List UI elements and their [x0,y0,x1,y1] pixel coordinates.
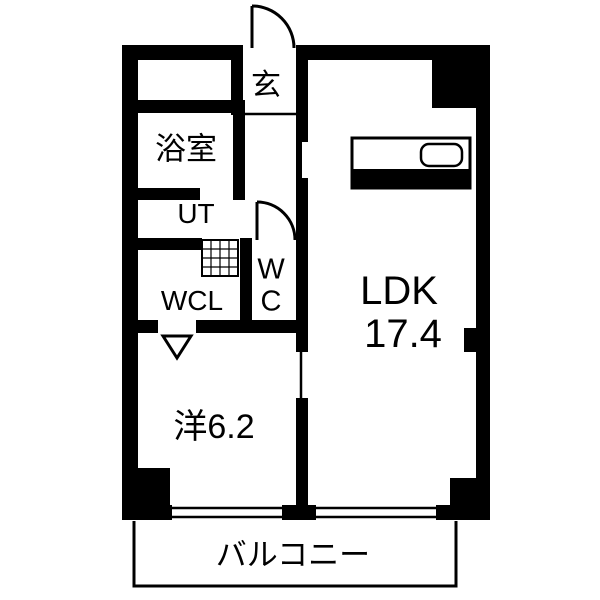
wall-right [476,108,490,520]
entrance-door-swing-icon [251,4,296,49]
kitchen-counter [350,136,472,190]
entrance-label: 玄 [251,69,281,102]
wall-bottom-right-seg [436,505,490,520]
wall-top-left [122,45,243,60]
wc-label-w: W [257,253,285,286]
balcony-outline [132,521,458,588]
wcl-label: WCL [160,285,224,316]
wc-label-c: C [260,285,282,318]
wall-top-right [296,45,436,60]
wall-wc-left [240,238,252,333]
closet-opening-triangle-icon [160,334,194,361]
wall-interior-vertical-c [296,398,308,508]
wall-interior-vertical-b [296,178,308,352]
wall-interior-vertical-a [296,45,308,142]
wall-wcl-bottom-b [196,320,308,333]
balcony-label: バルコニー [215,537,371,573]
wall-bath-right [233,100,245,200]
utility-label: UT [177,198,215,229]
wall-interior-vertical-notch [296,142,302,178]
wall-left [122,45,138,520]
wall-wcl-bottom-a [138,320,158,333]
wall-bath-top [138,100,245,113]
pillar-top-right [432,45,490,108]
wall-ut-wcl [138,238,202,250]
washer-pan-icon [201,239,239,277]
bath-label: 浴室 [155,131,217,167]
kitchen-sink-icon [419,142,464,168]
ldk-area-label: 17.4 [364,312,442,356]
wall-bath-bottom [138,188,200,200]
wall-bottom-mid-seg [282,505,316,520]
wall-entrance-left [231,45,243,115]
western-room-label: 洋6.2 [173,408,255,446]
ldk-label: LDK [360,269,438,313]
wall-right-stub [464,328,490,352]
toilet-door-swing-icon [256,200,297,241]
